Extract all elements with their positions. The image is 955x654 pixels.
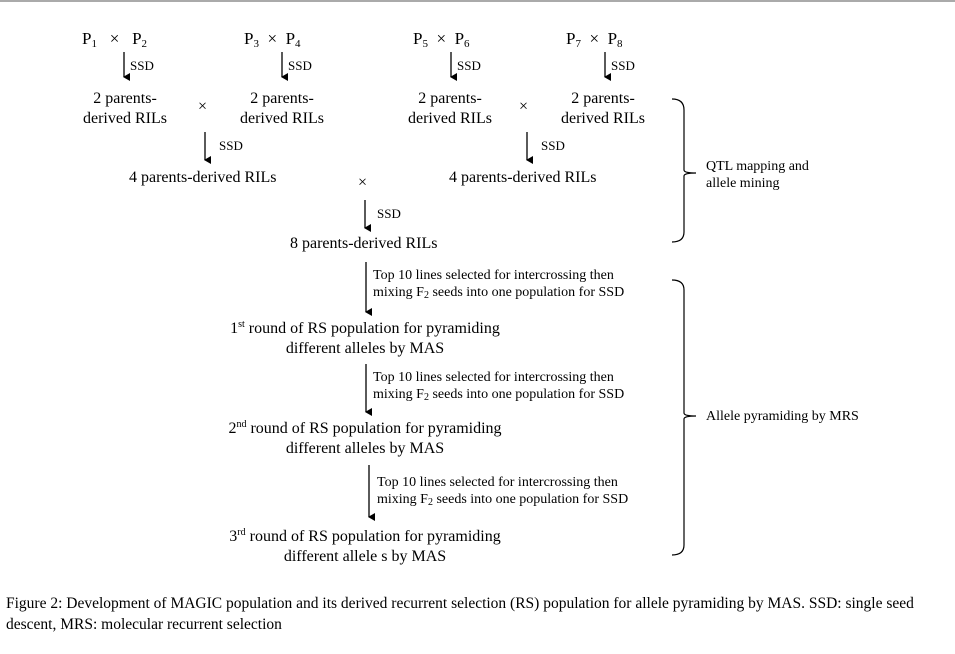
ssd-label: SSD: [288, 58, 312, 73]
cross-symbol: ×: [358, 174, 368, 191]
caption-text: Development of MAGIC population and its …: [6, 595, 914, 633]
ssd-label: SSD: [611, 58, 635, 73]
round-1: 1st round of RS population for pyramidin…: [230, 319, 500, 358]
bracket-mrs: [671, 279, 697, 556]
cross-symbol: ×: [436, 29, 447, 48]
round-3: 3rd round of RS population for pyramidin…: [229, 527, 501, 566]
caption-label: Figure 2:: [6, 595, 63, 612]
two-parent-rils-1: 2 parents-derived RILs: [83, 90, 167, 127]
cross-symbol: ×: [519, 98, 529, 115]
cross-p1-p2: P1 × P2: [82, 29, 148, 50]
four-parent-rils-right: 4 parents-derived RILs: [449, 169, 597, 186]
cross-p7-p8: P7 × P8: [566, 29, 623, 50]
two-parent-rils-4: 2 parents-derived RILs: [561, 90, 645, 127]
cross-p5-p6: P5 × P6: [413, 29, 470, 50]
eight-parent-rils: 8 parents-derived RILs: [290, 235, 438, 252]
two-parent-rils-3: 2 parents-derived RILs: [408, 90, 492, 127]
figure-caption: Figure 2: Development of MAGIC populatio…: [6, 593, 951, 635]
step-note-2: Top 10 lines selected for intercrossing …: [373, 370, 625, 403]
cross-symbol: ×: [198, 98, 208, 115]
cross-symbol: ×: [109, 29, 120, 48]
four-parent-rils-left: 4 parents-derived RILs: [129, 169, 277, 186]
ssd-label: SSD: [130, 58, 154, 73]
ssd-label: SSD: [377, 206, 401, 221]
cross-symbol: ×: [589, 29, 600, 48]
cross-p3-p4: P3 × P4: [244, 29, 301, 50]
round-2: 2nd round of RS population for pyramidin…: [228, 419, 502, 458]
step-note-1: Top 10 lines selected for intercrossing …: [373, 268, 625, 301]
ssd-label: SSD: [219, 138, 243, 153]
mrs-label: Allele pyramiding by MRS: [706, 409, 859, 424]
step-note-3: Top 10 lines selected for intercrossing …: [377, 475, 629, 508]
ssd-label: SSD: [541, 138, 565, 153]
bracket-qtl: [671, 98, 697, 243]
cross-symbol: ×: [267, 29, 278, 48]
two-parent-rils-2: 2 parents-derived RILs: [240, 90, 324, 127]
ssd-label: SSD: [457, 58, 481, 73]
